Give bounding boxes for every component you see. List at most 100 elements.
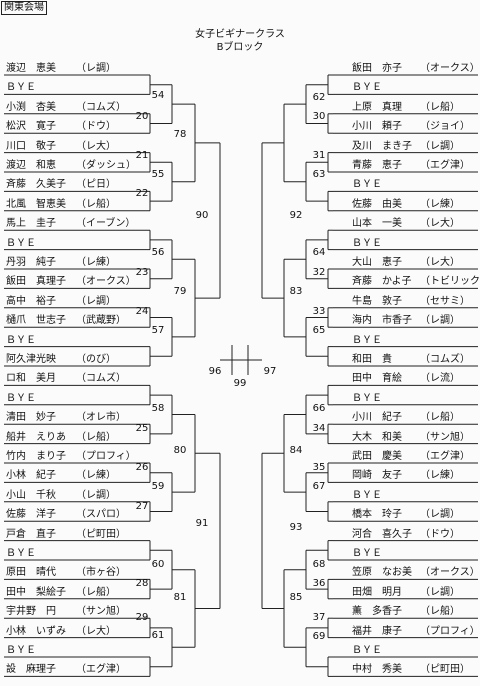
match-number: 64 — [312, 247, 326, 258]
match-number: 91 — [195, 518, 209, 529]
match-number: 81 — [173, 592, 187, 603]
entry-name: 小林 紀子 — [6, 470, 56, 482]
entry-club: （エグ津） — [420, 451, 470, 462]
entry-club: （ドウ） — [420, 528, 460, 540]
venue-label: 関東会場 — [1, 1, 47, 15]
entry-club: （レ船） — [76, 198, 116, 210]
match-number: 20 — [135, 111, 149, 122]
entry-name: ＢＹＥ — [352, 489, 382, 501]
entry-club: （プロフィ） — [76, 451, 136, 462]
entry-club: （エグ津） — [420, 160, 470, 171]
entry-name: ＢＹＥ — [6, 82, 36, 94]
entry-club: （コムズ） — [76, 101, 126, 113]
match-number: 85 — [289, 592, 303, 603]
entry-name: 斉藤 久美子 — [6, 179, 66, 191]
entry-club: （ジョイ） — [420, 121, 470, 133]
match-number: 37 — [312, 612, 326, 623]
entry-club: （レ流） — [420, 373, 460, 385]
match-number: 63 — [312, 169, 326, 180]
entry-name: 北風 智恵美 — [6, 198, 66, 210]
match-number: 24 — [135, 306, 149, 317]
match-number: 61 — [151, 630, 165, 641]
entry-name: ＢＹＥ — [352, 645, 382, 656]
entry-name: 馬上 圭子 — [6, 218, 56, 230]
match-number: 34 — [312, 423, 326, 434]
entry-club: （プロフィ） — [420, 625, 480, 637]
entry-club: （サン旭） — [76, 606, 126, 618]
entry-name: 川口 敬子 — [6, 140, 56, 152]
entry-name: 笠原 なお美 — [352, 567, 412, 579]
match-number: 99 — [233, 378, 247, 389]
entry-club: （イーブン） — [76, 218, 136, 230]
entry-club: （市ヶ谷） — [76, 567, 126, 579]
entry-name: 樋爪 世志子 — [6, 315, 66, 327]
entry-name: ＢＹＥ — [6, 237, 36, 249]
entry-name: 田中 梨絵子 — [6, 586, 66, 598]
match-number: 69 — [312, 631, 326, 642]
entry-name: ＢＹＥ — [6, 392, 36, 404]
entry-club: （レ練） — [420, 470, 460, 482]
entry-name: 丹羽 純子 — [6, 257, 56, 268]
entry-name: ＢＹＥ — [352, 334, 382, 346]
entry-name: 阿久津光映 — [6, 354, 56, 365]
entry-name: 青藤 恵子 — [352, 160, 402, 171]
entry-club: （レ練） — [76, 257, 116, 268]
entry-club: （レ大） — [420, 218, 460, 230]
match-number: 23 — [135, 267, 149, 278]
entry-name: 海内 市香子 — [352, 315, 412, 327]
entry-name: 中村 秀美 — [352, 664, 402, 676]
entry-name: 佐藤 洋子 — [6, 509, 56, 521]
match-number: 93 — [289, 522, 303, 533]
match-number: 62 — [312, 92, 326, 103]
entry-name: ＢＹＥ — [6, 548, 36, 559]
match-number: 97 — [263, 366, 277, 377]
entry-name: 田中 育絵 — [352, 373, 402, 385]
match-number: 35 — [312, 462, 326, 473]
match-number: 33 — [312, 306, 326, 317]
entry-club: （レ調） — [76, 295, 116, 307]
entry-name: 上原 真理 — [352, 101, 402, 113]
match-number: 60 — [151, 559, 165, 570]
entry-club: （レ船） — [420, 606, 460, 618]
entry-name: 牛島 敦子 — [352, 295, 402, 307]
match-number: 25 — [135, 423, 149, 434]
entry-name: 飯田 亦子 — [352, 63, 402, 74]
entry-name: 佐藤 由美 — [352, 198, 402, 210]
match-number: 79 — [173, 286, 187, 297]
entry-name: 大山 恵子 — [352, 257, 402, 268]
entry-club: （オークス） — [420, 567, 480, 579]
entry-name: 竹内 まり子 — [6, 451, 66, 462]
match-number: 32 — [312, 267, 326, 278]
entry-name: 小林 いずみ — [6, 625, 66, 637]
entry-name: 薫 多香子 — [352, 606, 402, 618]
entry-name: ＢＹＥ — [352, 548, 382, 559]
entry-name: ＢＹＥ — [352, 179, 382, 191]
entry-club: （レ練） — [420, 198, 460, 210]
entry-club: （レ大） — [420, 257, 460, 268]
entry-name: 橋本 玲子 — [352, 509, 402, 521]
entry-name: 小川 紀子 — [352, 412, 402, 424]
match-number: 66 — [312, 403, 326, 414]
entry-name: 宇井野 円 — [6, 606, 56, 618]
entry-name: 福井 康子 — [352, 625, 402, 637]
match-number: 68 — [312, 559, 326, 570]
entry-club: （セサミ） — [420, 295, 470, 307]
match-number: 22 — [135, 188, 149, 199]
entry-name: 河合 喜久子 — [352, 528, 412, 540]
entry-club: （エグ津） — [76, 664, 126, 676]
entry-name: 武田 慶美 — [352, 451, 402, 462]
entry-name: ＢＹＥ — [352, 237, 382, 249]
match-number: 59 — [151, 481, 165, 492]
entry-name: 田畑 明月 — [352, 586, 402, 598]
entry-name: 渡辺 和恵 — [6, 160, 56, 171]
entry-name: 和田 貴 — [352, 354, 392, 365]
entry-club: （トビリック） — [420, 276, 480, 288]
entry-club: （レ調） — [76, 489, 116, 501]
match-number: 29 — [135, 612, 149, 623]
class-title: 女子ビギナークラス — [195, 29, 285, 40]
entry-club: （レ調） — [420, 140, 460, 152]
match-number: 55 — [151, 169, 165, 180]
match-number: 83 — [289, 286, 303, 297]
